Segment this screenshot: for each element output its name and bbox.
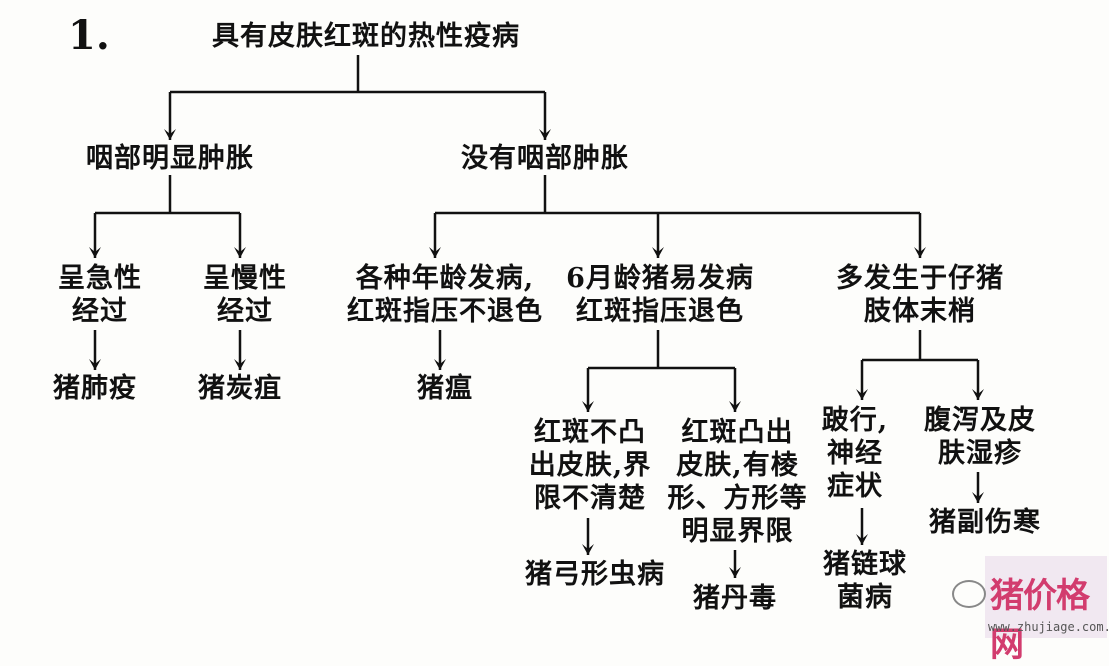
node-no-throat-swelling: 没有咽部肿胀 xyxy=(461,143,629,174)
arrow-head-icon xyxy=(582,544,594,555)
watermark-text: 猪价格网 xyxy=(990,576,1090,665)
arrow-head-icon xyxy=(972,389,984,400)
node-swine-anthrax: 猪炭疽 xyxy=(198,373,282,404)
node-swine-fever: 猪瘟 xyxy=(417,373,473,404)
node-throat-swelling: 咽部明显肿胀 xyxy=(86,143,254,174)
arrow-head-icon xyxy=(856,389,868,400)
arrow-head-icon xyxy=(914,247,926,258)
arrow-head-icon xyxy=(652,247,664,258)
node-all-ages: 各种年龄发病, 红斑指压不退色 xyxy=(347,263,543,327)
node-lameness: 跛行, 神经 症状 xyxy=(821,405,889,502)
node-streptococcosis: 猪链球 菌病 xyxy=(823,549,907,613)
node-piglets: 多发生于仔猪 肢体末梢 xyxy=(836,263,1004,327)
node-six-month: 6月龄猪易发病 红斑指压退色 xyxy=(566,263,754,327)
node-swine-pasteurellosis: 猪肺疫 xyxy=(53,373,137,404)
wechat-icon xyxy=(952,580,986,608)
node-acute: 呈急性 经过 xyxy=(58,263,142,327)
watermark-background xyxy=(985,556,1107,638)
node-toxoplasmosis: 猪弓形虫病 xyxy=(525,559,665,590)
arrow-head-icon xyxy=(164,129,176,140)
arrow-head-icon xyxy=(89,247,101,258)
arrow-head-icon xyxy=(582,401,594,412)
node-chronic: 呈慢性 经过 xyxy=(203,263,287,327)
arrow-head-icon xyxy=(729,567,741,578)
arrow-head-icon xyxy=(429,247,441,258)
arrow-head-icon xyxy=(539,129,551,140)
arrow-head-icon xyxy=(972,492,984,503)
arrow-head-icon xyxy=(234,359,246,370)
node-paratyphoid: 猪副伤寒 xyxy=(929,507,1041,538)
figure-number: 1. xyxy=(68,12,110,59)
watermark-url: www.zhujiage.com.cn xyxy=(988,620,1109,634)
connector-lines xyxy=(89,55,984,578)
node-not-raised: 红斑不凸 出皮肤,界 限不清楚 xyxy=(528,417,652,514)
node-raised: 红斑凸出 皮肤,有棱 形、方形等 明显界限 xyxy=(667,417,808,547)
node-diarrhea: 腹泻及皮 肤湿疹 xyxy=(924,405,1036,469)
arrow-head-icon xyxy=(89,359,101,370)
arrow-head-icon xyxy=(856,534,868,545)
arrow-head-icon xyxy=(434,359,446,370)
node-erysipelas: 猪丹毒 xyxy=(693,583,777,614)
node-root: 具有皮肤红斑的热性疫病 xyxy=(212,21,520,52)
arrow-head-icon xyxy=(234,247,246,258)
arrow-head-icon xyxy=(729,401,741,412)
